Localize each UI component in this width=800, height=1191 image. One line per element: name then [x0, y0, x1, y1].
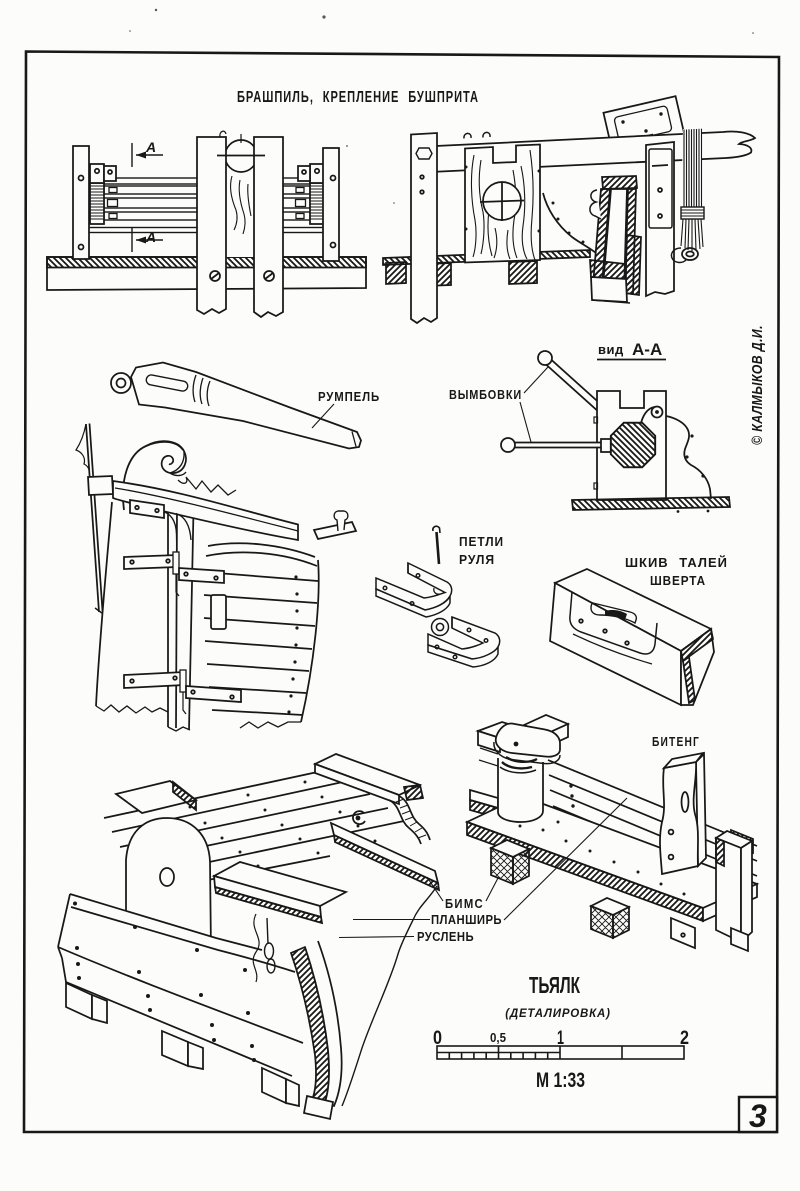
- svg-text:ВЫМБОВКИ: ВЫМБОВКИ: [449, 387, 522, 402]
- svg-text:1: 1: [557, 1028, 564, 1049]
- svg-text:БИМС: БИМС: [445, 896, 484, 911]
- svg-text:0,5: 0,5: [490, 1030, 506, 1045]
- svg-text:ШКИВ ТАЛЕЙ: ШКИВ ТАЛЕЙ: [625, 555, 728, 570]
- svg-text:А: А: [145, 139, 156, 155]
- svg-text:ПЛАНШИРЬ: ПЛАНШИРЬ: [431, 912, 502, 927]
- svg-text:М 1:33: М 1:33: [536, 1069, 585, 1092]
- svg-text:ШВЕРТА: ШВЕРТА: [650, 573, 706, 588]
- svg-text:ТЬЯЛК: ТЬЯЛК: [529, 972, 581, 998]
- svg-text:А-А: А-А: [632, 340, 662, 359]
- svg-text:вид: вид: [598, 342, 624, 357]
- svg-text:А: А: [145, 229, 156, 245]
- svg-text:РУМПЕЛЬ: РУМПЕЛЬ: [318, 389, 380, 404]
- svg-text:РУЛЯ: РУЛЯ: [459, 552, 495, 567]
- svg-text:БИТЕНГ: БИТЕНГ: [652, 734, 700, 749]
- svg-text:© КАЛМЫКОВ Д.И.: © КАЛМЫКОВ Д.И.: [749, 325, 766, 445]
- svg-text:ПЕТЛИ: ПЕТЛИ: [459, 534, 504, 549]
- svg-text:РУСЛЕНЬ: РУСЛЕНЬ: [417, 929, 474, 944]
- svg-text:(ДЕТАЛИРОВКА): (ДЕТАЛИРОВКА): [505, 1008, 611, 1020]
- svg-text:2: 2: [680, 1028, 689, 1049]
- svg-text:3: 3: [749, 1098, 767, 1134]
- svg-text:0: 0: [433, 1028, 442, 1049]
- svg-text:БРАШПИЛЬ, КРЕПЛЕНИЕ БУШПРИТА: БРАШПИЛЬ, КРЕПЛЕНИЕ БУШПРИТА: [237, 89, 479, 106]
